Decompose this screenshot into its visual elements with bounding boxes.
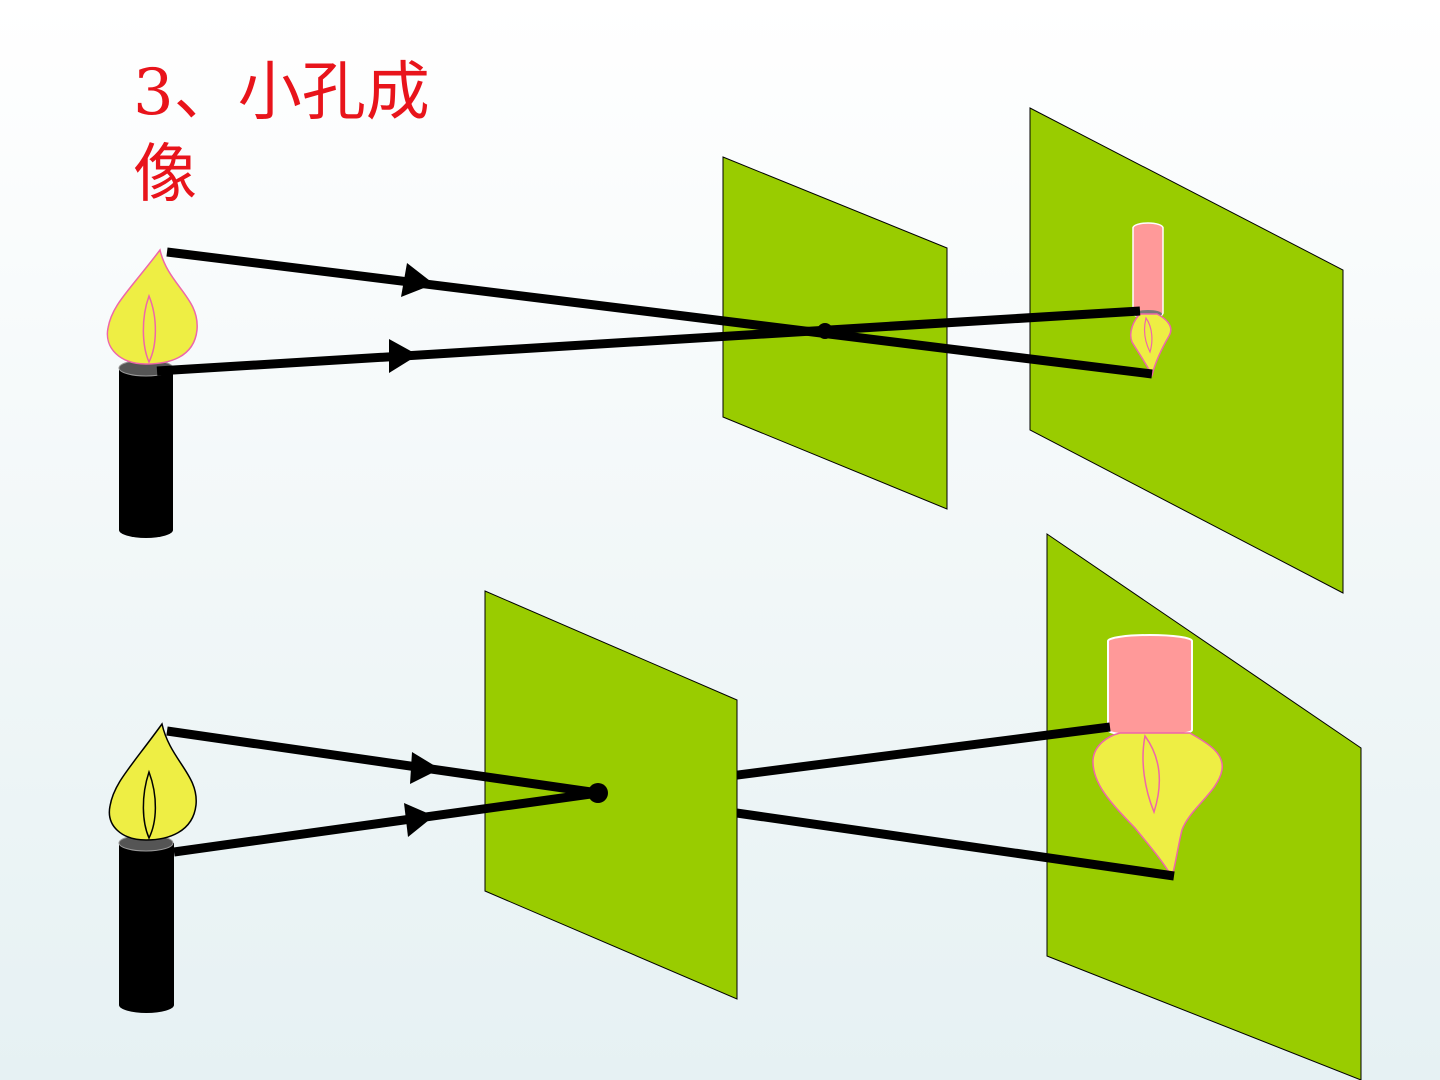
scene-top xyxy=(106,107,1344,594)
candle-body xyxy=(119,368,173,538)
flame-inner xyxy=(142,769,157,840)
image-screen-bottom xyxy=(1046,533,1362,1080)
candle-icon xyxy=(106,248,198,538)
arrow-icon xyxy=(389,339,418,373)
ray-from-candle-base xyxy=(156,306,1141,376)
image-flame-icon xyxy=(1129,313,1172,378)
image-flame-inner xyxy=(1142,734,1161,815)
arrow-icon xyxy=(404,803,434,837)
inverted-candle-image-bottom xyxy=(1092,634,1223,879)
image-flame-inner xyxy=(1144,316,1153,354)
light-rays-bottom-before-hole xyxy=(166,726,608,857)
arrow-icon xyxy=(410,752,440,784)
ray-from-flame-tip xyxy=(166,726,599,798)
inverted-candle-image-top xyxy=(1129,222,1172,378)
pinhole-board-bottom xyxy=(484,590,738,1000)
scene-bottom xyxy=(108,533,1362,1080)
flame-inner xyxy=(142,293,157,364)
image-candle-body xyxy=(1132,222,1164,319)
light-rays-top xyxy=(156,247,1153,379)
ray-from-candle-base xyxy=(173,788,599,857)
candle-icon xyxy=(108,722,197,1013)
image-candle-body xyxy=(1107,634,1193,737)
candle-body xyxy=(119,843,174,1013)
slide-title: 3、小孔成 像 xyxy=(133,56,430,212)
image-screen-top xyxy=(1029,107,1344,594)
ray-from-flame-tip xyxy=(166,247,1153,379)
arrow-icon xyxy=(401,263,434,297)
pinhole-icon xyxy=(588,783,608,803)
pinhole-icon xyxy=(817,323,833,339)
